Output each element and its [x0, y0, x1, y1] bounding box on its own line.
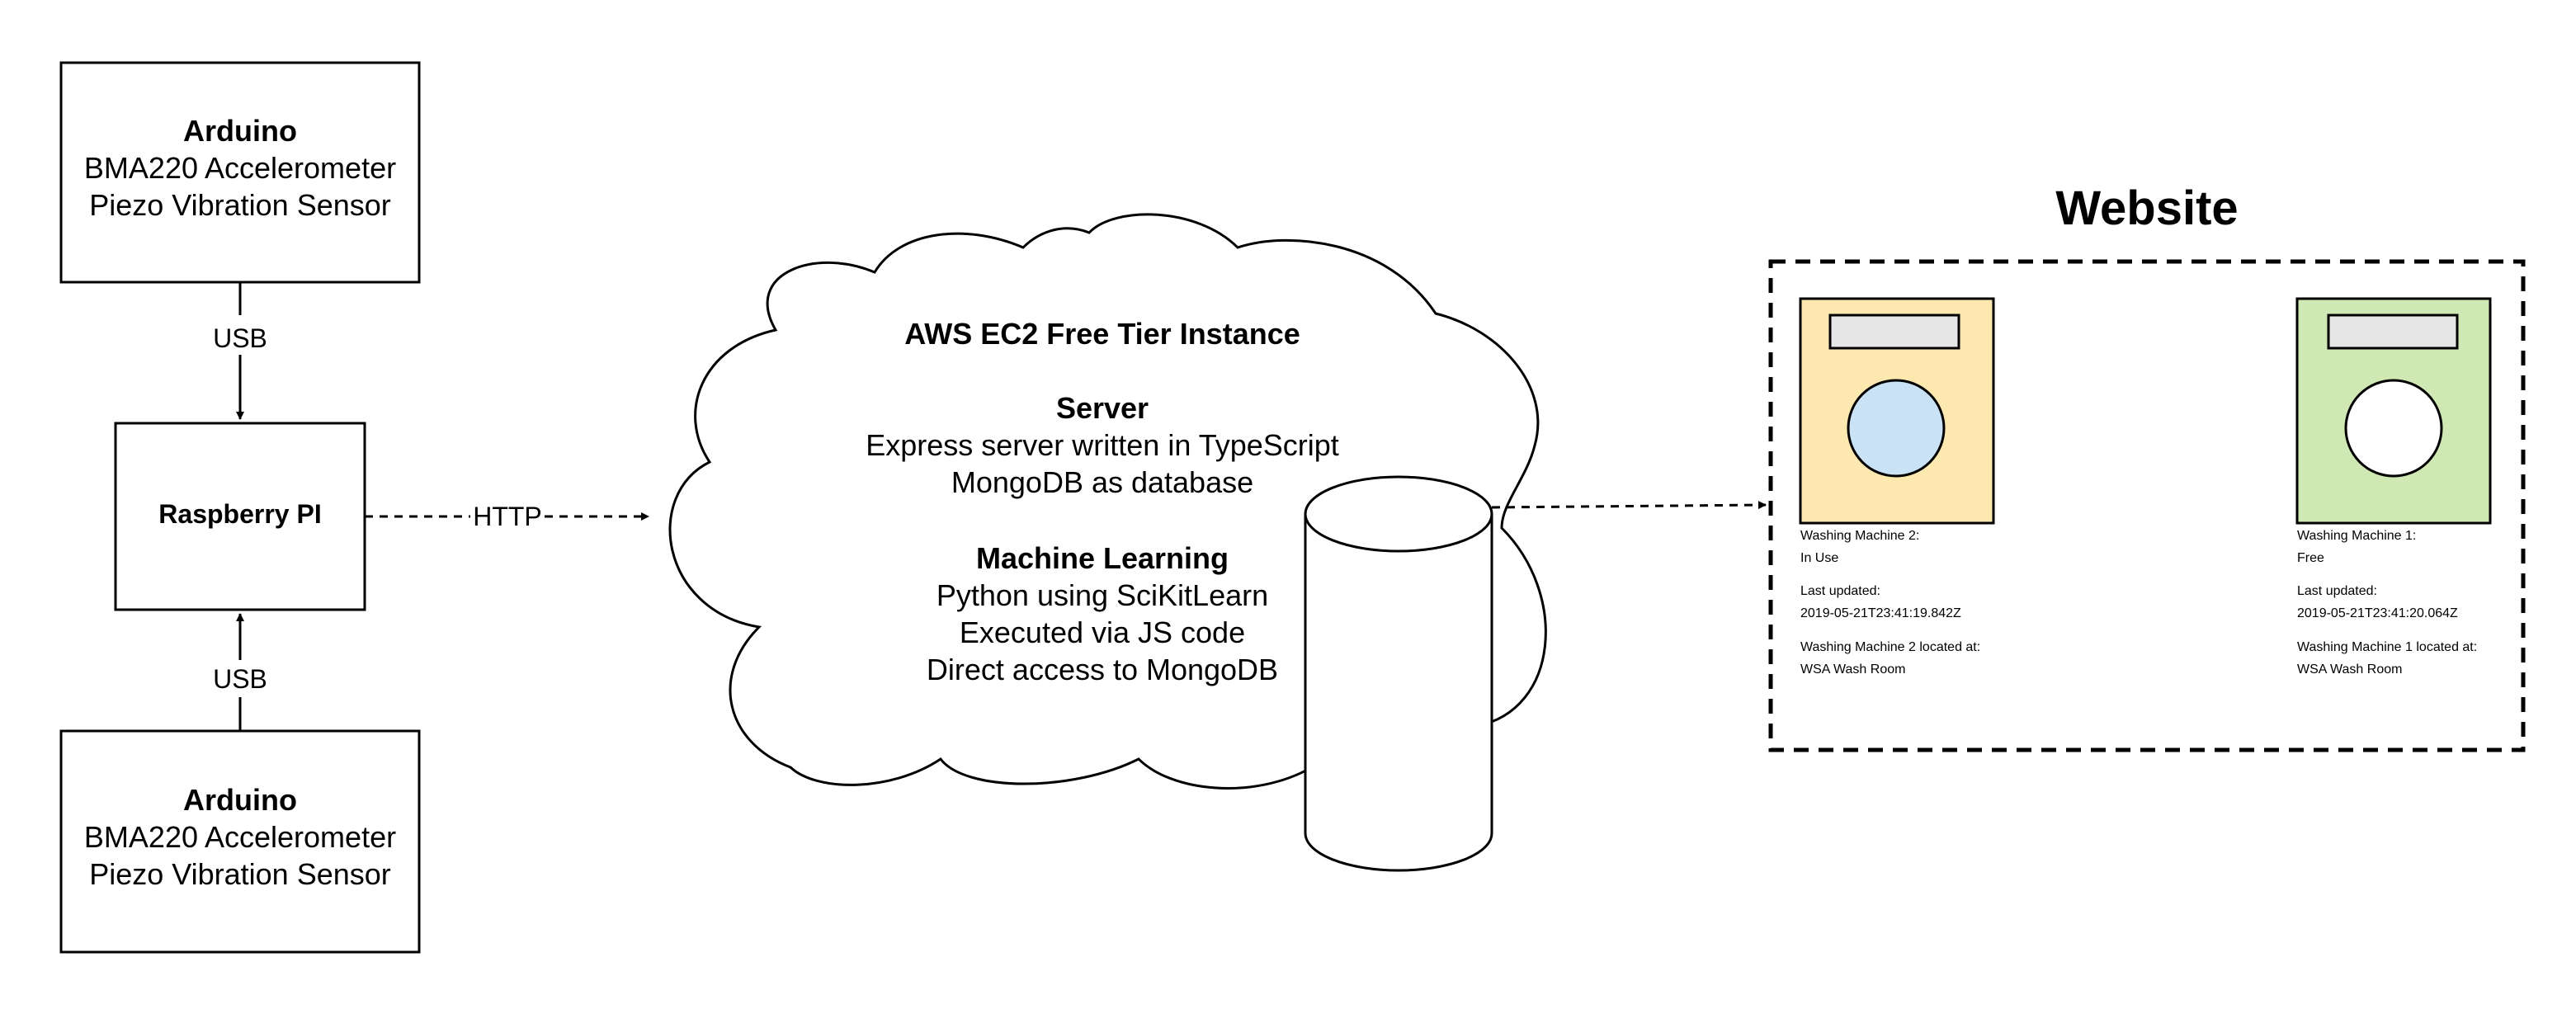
drum-icon — [2344, 379, 2443, 478]
ml-title: Machine Learning — [976, 541, 1229, 575]
ml-line1: Python using SciKitLearn — [937, 578, 1268, 612]
usb-bottom-connector: USB — [213, 613, 267, 731]
machine-status: In Use — [1800, 551, 1838, 565]
updated-label: Last updated: — [1800, 584, 1880, 598]
arduino-top-line2: Piezo Vibration Sensor — [89, 188, 391, 222]
ml-line3: Direct access to MongoDB — [927, 653, 1278, 686]
http-label: HTTP — [473, 502, 542, 531]
arduino-top-line1: BMA220 Accelerometer — [84, 151, 396, 185]
http-connector: HTTP — [365, 502, 649, 531]
server-line2: MongoDB as database — [951, 465, 1253, 499]
updated-value: 2019-05-21T23:41:20.064Z — [2297, 606, 2458, 620]
location-label: Washing Machine 2 located at: — [1800, 640, 1980, 654]
raspberry-pi-box: Raspberry PI — [114, 422, 366, 611]
location-value: WSA Wash Room — [1800, 662, 1905, 677]
machine-name: Washing Machine 2: — [1800, 529, 1919, 543]
location-label: Washing Machine 1 located at: — [2297, 640, 2477, 654]
arduino-bottom-line1: BMA220 Accelerometer — [84, 820, 396, 854]
server-line1: Express server written in TypeScript — [866, 428, 1339, 462]
control-panel-icon — [1828, 314, 1960, 350]
arduino-bottom-box: Arduino BMA220 Accelerometer Piezo Vibra… — [59, 729, 421, 954]
server-title: Server — [1056, 391, 1149, 425]
usb-top-connector: USB — [213, 282, 267, 420]
arduino-top-title: Arduino — [183, 114, 297, 148]
washing-machine-card: Washing Machine 1: Free Last updated: 20… — [2295, 297, 2492, 677]
arduino-top-box: Arduino BMA220 Accelerometer Piezo Vibra… — [59, 61, 421, 284]
usb-top-label: USB — [213, 323, 267, 353]
website-title: Website — [2055, 182, 2238, 235]
website-panel: Website Washing Machine 2: In Use Last u… — [1768, 182, 2526, 752]
arduino-bottom-title: Arduino — [183, 783, 297, 817]
raspberry-pi-title: Raspberry PI — [158, 499, 321, 529]
control-panel-icon — [2327, 314, 2459, 350]
drum-icon — [1847, 379, 1946, 478]
machine-status: Free — [2297, 551, 2324, 565]
location-value: WSA Wash Room — [2297, 662, 2402, 677]
updated-label: Last updated: — [2297, 584, 2377, 598]
updated-value: 2019-05-21T23:41:19.842Z — [1800, 606, 1961, 620]
ml-line2: Executed via JS code — [960, 615, 1245, 649]
cloud-title: AWS EC2 Free Tier Instance — [904, 317, 1300, 351]
machine-name: Washing Machine 1: — [2297, 529, 2416, 543]
website-connector — [1491, 501, 1767, 510]
washing-machine-card: Washing Machine 2: In Use Last updated: … — [1799, 297, 1995, 677]
database-cylinder-icon — [1304, 475, 1493, 872]
usb-bottom-label: USB — [213, 664, 267, 694]
arduino-bottom-line2: Piezo Vibration Sensor — [89, 857, 391, 891]
